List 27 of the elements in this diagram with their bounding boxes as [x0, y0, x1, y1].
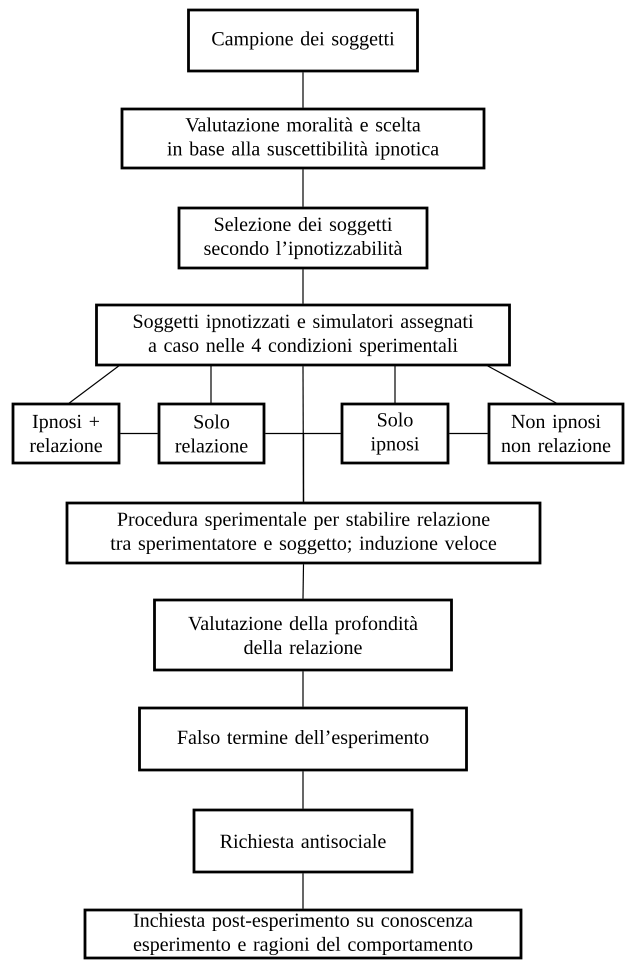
connector-line: [486, 364, 558, 405]
process-box: Falso termine dell’esperimento: [138, 706, 468, 772]
process-box: Non ipnosi non relazione: [488, 402, 624, 464]
process-box: Campione dei soggetti: [187, 8, 419, 72]
process-box: Valutazione moralità e scelta in base alla suscettibilità ipnotica: [120, 108, 486, 170]
process-box: Inchiesta post-esperimento su conoscenza esperimento e ragioni del comportamento: [84, 908, 522, 960]
process-box: Procedura sperimentale per stabilire relazione tra sperimentatore e soggetto; induzione veloce: [66, 502, 542, 564]
connector-line: [449, 432, 488, 434]
process-box: Ipnosi + relazione: [12, 402, 120, 464]
process-box: Richiesta antisociale: [192, 808, 414, 874]
connector-line: [302, 269, 304, 304]
connector-line: [302, 564, 304, 599]
connector-line: [302, 169, 304, 207]
connector-line: [120, 432, 158, 434]
process-box: Solo relazione: [158, 402, 266, 464]
connector-line: [394, 365, 396, 404]
connector-line: [302, 432, 341, 502]
connector-line: [302, 873, 304, 909]
process-box: Solo ipnosi: [340, 402, 450, 464]
process-box: Soggetti ipnotizzati e simulatori assegnati a caso nelle 4 condizioni sperimentali: [95, 304, 511, 366]
connector-line: [302, 72, 304, 108]
process-box: Valutazione della profondità della relazione: [153, 598, 453, 672]
connector-line: [68, 364, 120, 404]
connector-line: [302, 771, 304, 809]
connector-line: [210, 365, 212, 404]
connector-line: [302, 671, 304, 707]
process-box: Selezione dei soggetti secondo l’ipnotizzabilità: [178, 206, 428, 270]
